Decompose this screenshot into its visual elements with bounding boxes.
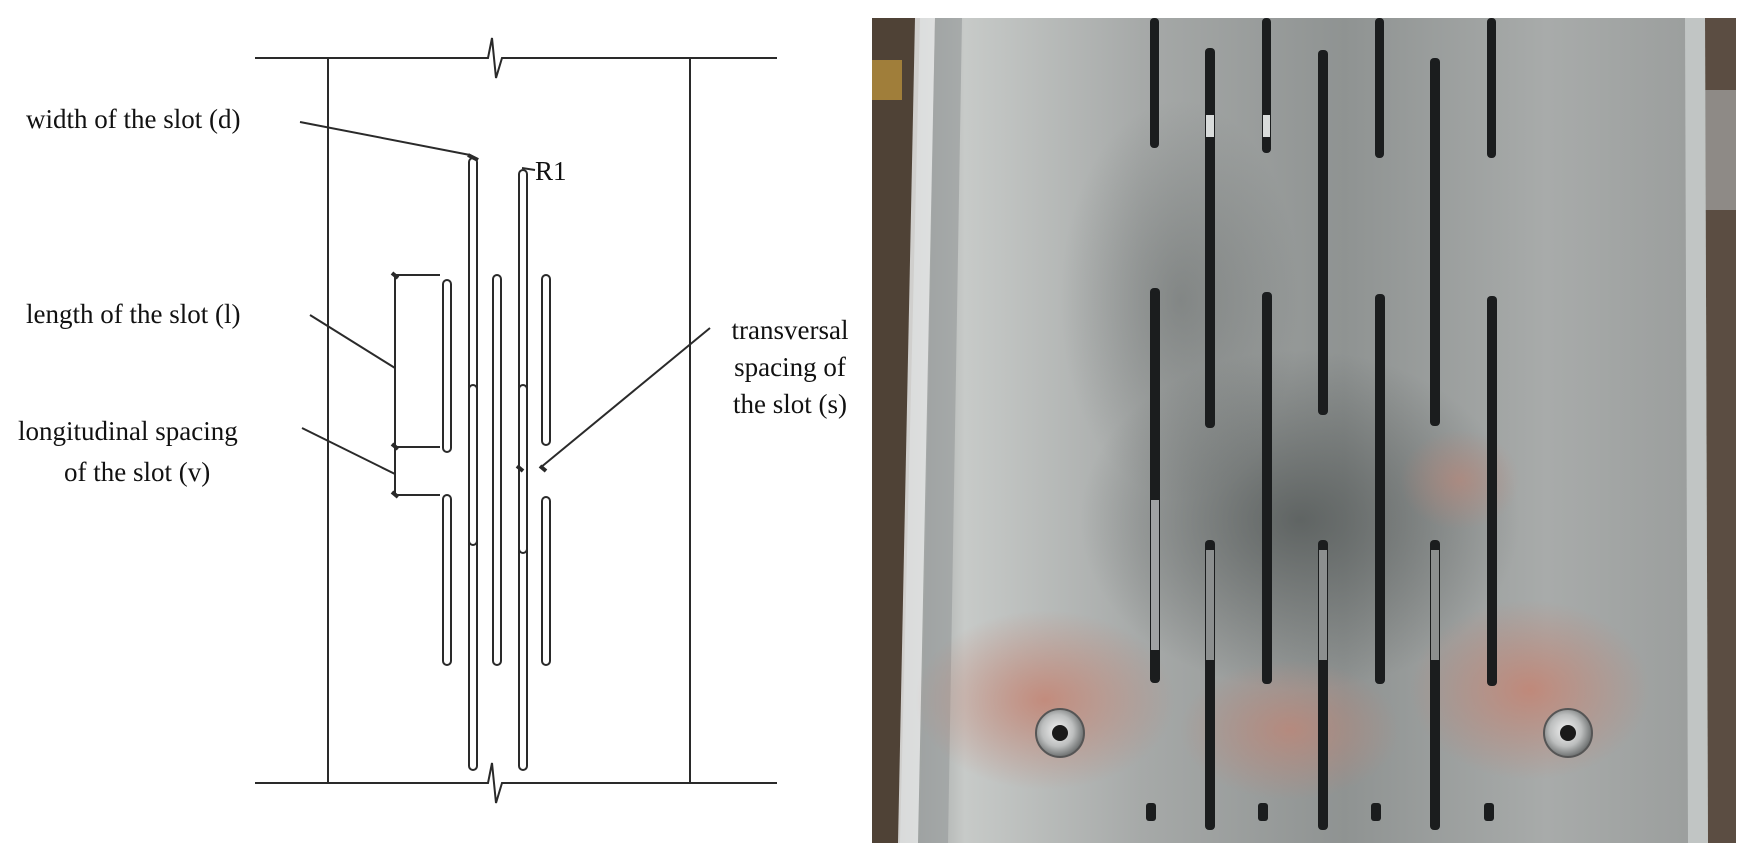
photo-slot bbox=[1262, 292, 1272, 684]
photo-slot bbox=[1487, 296, 1497, 686]
label-transversal-line3: the slot (s) bbox=[733, 389, 847, 419]
top-break-line bbox=[255, 37, 777, 79]
specimen-photo bbox=[872, 18, 1736, 843]
slot-length-bracket bbox=[394, 274, 440, 448]
slot bbox=[442, 279, 452, 453]
label-longitudinal-line2: of the slot (v) bbox=[64, 457, 210, 487]
photo-slot bbox=[1375, 294, 1385, 684]
label-slot-length: length of the slot (l) bbox=[26, 299, 240, 329]
label-longitudinal-line1: longitudinal spacing bbox=[18, 416, 238, 446]
photo-slot bbox=[1375, 18, 1384, 158]
label-transversal-line1: transversal bbox=[732, 315, 849, 345]
photo-slot bbox=[1430, 58, 1440, 426]
leader-width bbox=[299, 121, 471, 156]
leader-transversal bbox=[539, 327, 711, 469]
label-transversal-line2: spacing of bbox=[734, 352, 846, 382]
slot bbox=[442, 494, 452, 666]
slot-centre-left bbox=[468, 157, 478, 771]
label-slot-width: width of the slot (d) bbox=[26, 104, 240, 134]
slot bbox=[541, 274, 551, 446]
label-radius: R1 bbox=[535, 156, 567, 186]
photo-slot bbox=[1318, 50, 1328, 415]
leader-radius bbox=[521, 167, 536, 171]
slot bbox=[541, 496, 551, 666]
photo-slot bbox=[1487, 18, 1496, 158]
longitudinal-spacing-bracket bbox=[394, 447, 440, 496]
bottom-break-line bbox=[255, 762, 777, 804]
slot bbox=[468, 384, 478, 546]
photo-slot bbox=[1205, 48, 1215, 428]
photo-slot bbox=[1150, 18, 1159, 148]
slot-geometry-drawing bbox=[255, 37, 777, 804]
photo-bolt-left bbox=[1035, 708, 1085, 758]
leader-longitudinal bbox=[301, 427, 396, 475]
slot bbox=[492, 274, 502, 666]
photo-bolt-right bbox=[1543, 708, 1593, 758]
leader-length bbox=[309, 314, 396, 369]
